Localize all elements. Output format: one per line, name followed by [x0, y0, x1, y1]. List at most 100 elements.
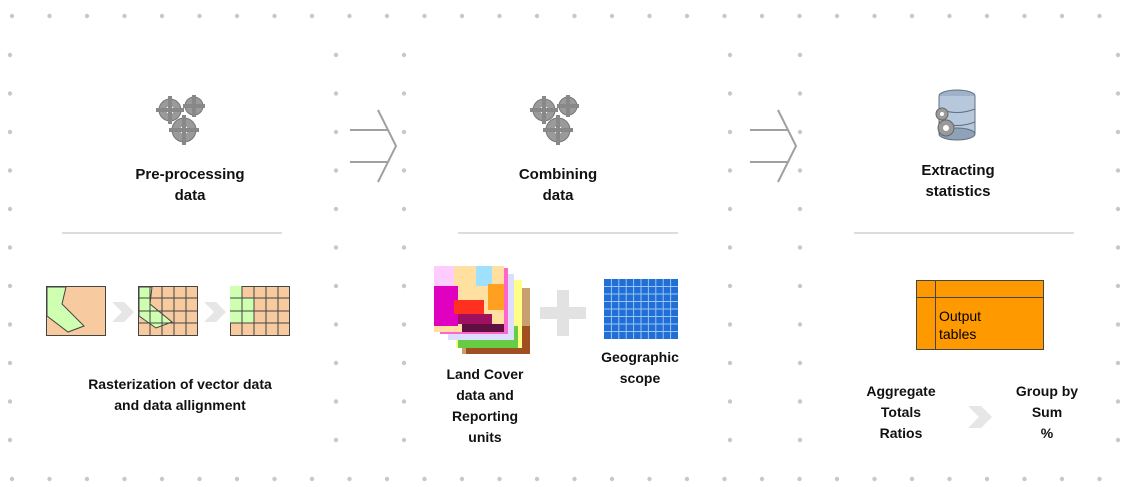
- caption-line: Rasterization of vector data: [88, 376, 272, 392]
- grid-dot: [797, 437, 803, 443]
- grid-dot: [422, 13, 427, 19]
- grid-dot: [9, 476, 15, 482]
- grid-dot: [1097, 13, 1102, 19]
- stage-extracting: Extracting statistics: [800, 0, 1125, 487]
- grid-dot: [797, 399, 803, 404]
- grid-dot: [347, 13, 352, 19]
- grid-dot: [797, 52, 803, 58]
- grid-dot: [309, 13, 315, 19]
- grid-dot: [534, 476, 540, 482]
- grid-dot: [384, 13, 390, 19]
- stage-title-line: data: [542, 187, 574, 204]
- output-tables-label: Output tables: [939, 307, 981, 343]
- grid-dot: [727, 322, 733, 327]
- grid-dot: [9, 13, 15, 19]
- grid-dot: [727, 437, 733, 443]
- grid-dot: [401, 322, 407, 327]
- stage-preprocessing: Pre-processing data Rasterization of vec…: [0, 0, 330, 487]
- grid-dot: [401, 399, 407, 404]
- grid-dot: [122, 476, 127, 482]
- grid-dot: [333, 52, 339, 58]
- grid-dot: [647, 13, 652, 19]
- vector-on-raster-icon: [138, 286, 198, 336]
- grid-dot: [1115, 399, 1121, 404]
- grid-dot: [401, 283, 407, 289]
- grid-dot: [401, 437, 407, 443]
- grid-dot: [609, 13, 615, 19]
- grid-dot: [459, 13, 465, 19]
- grid-dot: [609, 476, 615, 482]
- grid-dot: [159, 13, 165, 19]
- list-item: %: [1040, 425, 1054, 441]
- grid-dot: [197, 476, 202, 482]
- flow-arrow-icon: [750, 109, 798, 183]
- grid-dot: [333, 283, 339, 289]
- grid-dot: [722, 13, 727, 19]
- grid-dot: [684, 476, 690, 482]
- stage-title-line: Extracting: [921, 162, 995, 179]
- stage-combining: Combining data Land Cover data and Repor…: [400, 0, 730, 487]
- grid-dot: [1115, 245, 1121, 250]
- table-label-line: Output: [939, 308, 982, 324]
- grid-dot: [401, 91, 407, 96]
- grid-dot: [797, 245, 803, 250]
- grid-dot: [684, 13, 690, 19]
- grid-dot: [401, 360, 407, 366]
- geographic-grid-icon: [604, 279, 678, 339]
- grid-dot: [159, 476, 165, 482]
- grid-dot: [347, 476, 352, 482]
- stage-caption: Rasterization of vector data and data al…: [30, 374, 330, 416]
- grid-dot: [197, 13, 202, 19]
- grid-dot: [872, 476, 877, 482]
- list-item: Sum: [1031, 404, 1063, 420]
- grid-dot: [727, 360, 733, 366]
- plus-icon: [540, 290, 586, 336]
- grid-dot: [727, 283, 733, 289]
- caption-line: Geographic: [601, 349, 679, 365]
- grid-dot: [759, 476, 765, 482]
- grid-dot: [909, 13, 915, 19]
- grid-dot: [1115, 437, 1121, 443]
- list-item: Group by: [1015, 383, 1079, 399]
- stage-title: Pre-processing data: [90, 164, 290, 206]
- grid-dot: [727, 91, 733, 96]
- grid-dot: [47, 13, 52, 19]
- grid-dot: [534, 13, 540, 19]
- aggregate-list: Aggregate Totals Ratios: [846, 381, 956, 444]
- grid-dot: [401, 168, 407, 173]
- grid-dot: [727, 245, 733, 250]
- grid-dot: [1115, 52, 1121, 58]
- grid-dot: [797, 168, 803, 173]
- grid-dot: [1059, 476, 1065, 482]
- grid-dot: [727, 168, 733, 173]
- divider: [62, 232, 282, 234]
- grid-dot: [333, 168, 339, 173]
- caption-line: data and: [456, 387, 514, 403]
- stage-title: Combining data: [458, 164, 658, 206]
- table-label-line: tables: [939, 326, 977, 342]
- grid-dot: [797, 476, 802, 482]
- caption-line: scope: [619, 370, 661, 386]
- grid-dot: [401, 206, 407, 212]
- grid-dot: [1115, 129, 1121, 135]
- divider: [854, 232, 1074, 234]
- grid-dot: [984, 476, 990, 482]
- grid-dot: [333, 206, 339, 212]
- grid-dot: [497, 476, 502, 482]
- grid-dot: [309, 476, 315, 482]
- chevron-arrow-icon: [112, 302, 134, 322]
- grid-dot: [1059, 13, 1065, 19]
- grid-dot: [1097, 476, 1102, 482]
- grid-dot: [834, 476, 840, 482]
- land-cover-caption: Land Cover data and Reporting units: [420, 364, 550, 448]
- grid-dot: [727, 52, 733, 58]
- grid-dot: [572, 476, 577, 482]
- grid-dot: [7, 322, 13, 327]
- caption-line: Reporting: [451, 408, 519, 424]
- list-item: Aggregate: [866, 383, 936, 399]
- grid-dot: [759, 13, 765, 19]
- grid-dot: [797, 13, 802, 19]
- stage-title-line: data: [174, 187, 206, 204]
- grid-dot: [384, 476, 390, 482]
